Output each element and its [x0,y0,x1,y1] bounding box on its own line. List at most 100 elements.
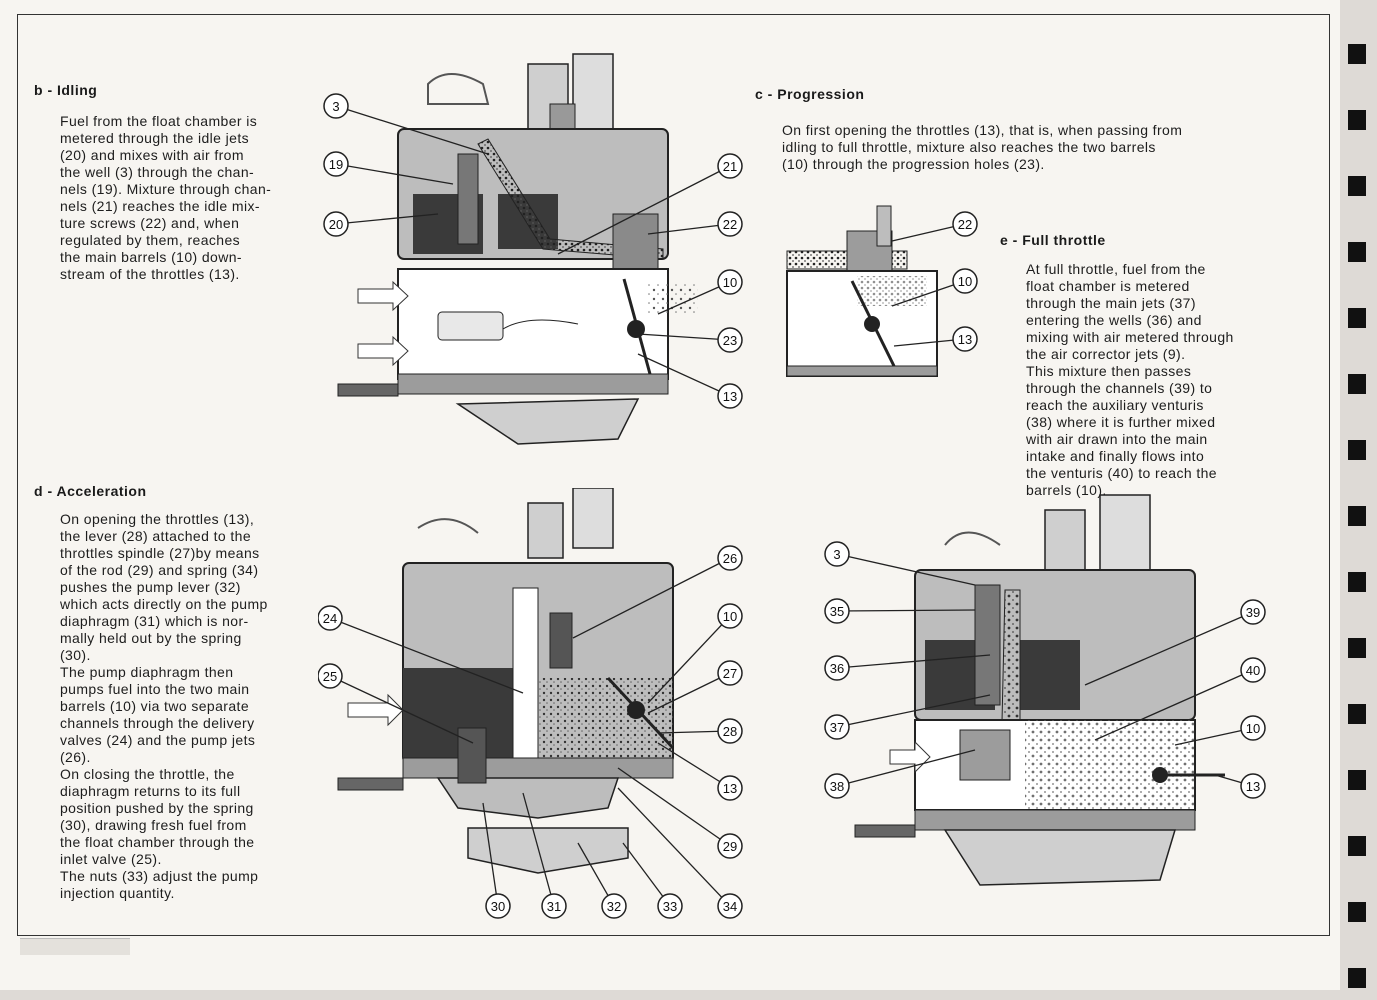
callout-number: 25 [323,669,337,684]
text-line: the venturis (40) to reach the [1026,465,1217,481]
callout-leader-line [329,675,474,744]
callout-circle [485,893,511,919]
callout-circle [323,211,349,237]
callout-leader-line [572,557,731,639]
callout-leader-line [329,617,524,694]
callout-number: 27 [723,666,737,681]
text-line: the float chamber through the [60,834,255,850]
text-line: (10) through the progression holes (23). [782,156,1045,172]
binding-ring [1348,836,1366,856]
page-tab [20,938,130,955]
text-line: injection quantity. [60,885,175,901]
callout-circle [952,326,978,352]
callout-leader-line [482,802,499,907]
callout-leader-line [657,281,731,315]
callout-leader-line [647,672,731,714]
binding-ring [1348,638,1366,658]
text-line: (20) and mixes with air from [60,147,244,163]
text-line: through the channels (39) to [1026,380,1213,396]
text-line: through the main jets (37) [1026,295,1196,311]
callout-leader-line [647,615,731,704]
text-line: At full throttle, fuel from the [1026,261,1206,277]
callout-circle [824,598,850,624]
callout-leader-line [657,742,731,789]
callout-leader-line [891,280,966,307]
callout-leader-line [522,792,555,907]
text-line: (38) where it is further mixed [1026,414,1216,430]
callout-circle [824,773,850,799]
text-line: valves (24) and the pump jets [60,732,256,748]
callout-number: 22 [958,217,972,232]
text-line: mixing with air metered through [1026,329,1234,345]
callout-number: 37 [830,720,844,735]
callout-circle [717,383,743,409]
callout-circle [952,268,978,294]
callout-circle [541,893,567,919]
callout-number: 24 [323,611,337,626]
callout-number: 13 [723,781,737,796]
callout-circle [717,545,743,571]
callout-circle [318,605,343,631]
text-line: diaphragm returns to its full [60,783,241,799]
text-line: metered through the idle jets [60,130,250,146]
text-line: pushes the pump lever (32) [60,579,241,595]
callout-circle [717,660,743,686]
text-line: diaphragm (31) which is nor- [60,613,249,629]
callout-circle [717,603,743,629]
text-line: nels (21) reaches the idle mix- [60,198,260,214]
text-line: with air drawn into the main [1026,431,1208,447]
binding-ring [1348,110,1366,130]
callout-leader-line [1174,727,1254,746]
callout-number: 21 [723,159,737,174]
callout-number: 29 [723,839,737,854]
text-line: idling to full throttle, mixture also re… [782,139,1156,155]
callout-circle [717,718,743,744]
text-line: This mixture then passes [1026,363,1192,379]
heading-acceleration: d - Acceleration [34,483,147,499]
callout-leader-line [335,105,489,155]
callout-number: 33 [663,899,677,914]
callout-circle [952,211,978,237]
callout-number: 32 [607,899,621,914]
callout-number: 3 [332,99,339,114]
text-line: stream of the throttles (13). [60,266,240,282]
callout-number: 13 [723,389,737,404]
text-line: of the rod (29) and spring (34) [60,562,259,578]
callout-number: 26 [723,551,737,566]
callout-leader-line [1084,611,1254,686]
callout-leader-line [836,694,991,728]
callout-number: 10 [958,274,972,289]
callout-number: 22 [723,217,737,232]
callout-circle [824,714,850,740]
callout-number: 40 [1246,663,1260,678]
text-line: inlet valve (25). [60,851,162,867]
binding-ring [1348,968,1366,988]
callout-circle [717,211,743,237]
callout-circle [717,327,743,353]
callout-number: 34 [723,899,737,914]
callout-number: 10 [723,609,737,624]
heading-progression: c - Progression [755,86,865,102]
callout-circle [1240,599,1266,625]
binding-ring [1348,242,1366,262]
text-progression: On first opening the throttles (13), tha… [782,122,1262,173]
text-line: (30). [60,647,91,663]
callout-number: 35 [830,604,844,619]
text-line: Fuel from the float chamber is [60,113,258,129]
text-line: barrels (10). [1026,482,1107,498]
callout-number: 38 [830,779,844,794]
heading-full-throttle: e - Full throttle [1000,232,1106,248]
text-line: nels (19). Mixture through chan- [60,181,272,197]
callout-number: 39 [1246,605,1260,620]
callout-number: 3 [833,547,840,562]
binding-ring [1348,44,1366,64]
text-line: ture screws (22) and, when [60,215,240,231]
